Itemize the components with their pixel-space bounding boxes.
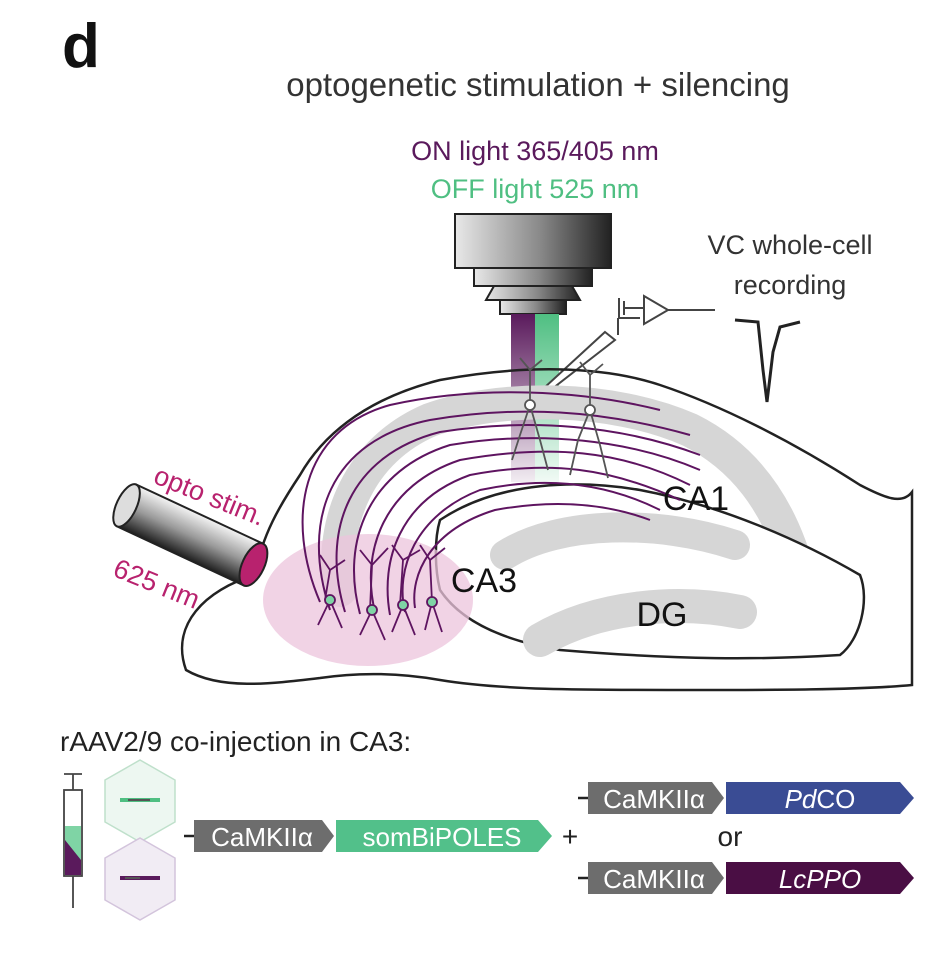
somBiPOLES-label: somBiPOLES (363, 822, 522, 852)
plus-sign: + (562, 821, 578, 852)
amplifier-icon (542, 294, 715, 394)
promoter-option1-box (588, 782, 724, 814)
schaffer-collateral-axons (301, 391, 701, 616)
syringe-icon (63, 773, 83, 908)
pdco-label: PdCO (785, 784, 856, 814)
optic-fiber-icon (112, 483, 269, 587)
ca3-stimulation-region (263, 534, 473, 666)
hippocampus-outline (180, 368, 914, 692)
aav-capsid-purple-icon (104, 837, 176, 921)
somBiPOLES-box (336, 820, 552, 852)
figure-title: optogenetic stimulation + silencing (286, 66, 790, 103)
ca1-label: CA1 (663, 480, 729, 518)
recording-label-line1: VC whole-cell (707, 230, 872, 260)
opto-stim-wavelength: 625 nm (109, 553, 204, 615)
recording-label-line2: recording (734, 270, 847, 300)
or-label: or (718, 821, 743, 852)
current-trace-icon (734, 318, 801, 403)
ca1-neurons (511, 357, 609, 479)
promoter-main-label: CaMKIIα (211, 822, 313, 852)
dg-label: DG (637, 596, 688, 634)
lcppo-box (726, 862, 914, 894)
pdco-suffix: CO (816, 784, 855, 814)
microscope-objective-icon (454, 213, 612, 315)
dg-granule-band (523, 589, 757, 657)
promoter-option2-box (588, 862, 724, 894)
panel-letter: d (62, 12, 100, 81)
promoter-option2-label: CaMKIIα (603, 864, 705, 894)
lcppo-label: LcPPO (779, 864, 861, 894)
ca3-label: CA3 (451, 562, 517, 600)
promoter-main-box (194, 820, 334, 852)
dg-granule-band-upper (490, 512, 750, 570)
pdco-box (726, 782, 914, 814)
promoter-option1-label: CaMKIIα (603, 784, 705, 814)
on-light-label: ON light 365/405 nm (411, 136, 659, 166)
off-light-label: OFF light 525 nm (431, 174, 640, 204)
aav-capsid-green-icon (104, 759, 176, 843)
injection-title: rAAV2/9 co-injection in CA3: (60, 726, 411, 757)
pdco-prefix: Pd (785, 784, 818, 814)
ca3-neurons (317, 544, 446, 641)
